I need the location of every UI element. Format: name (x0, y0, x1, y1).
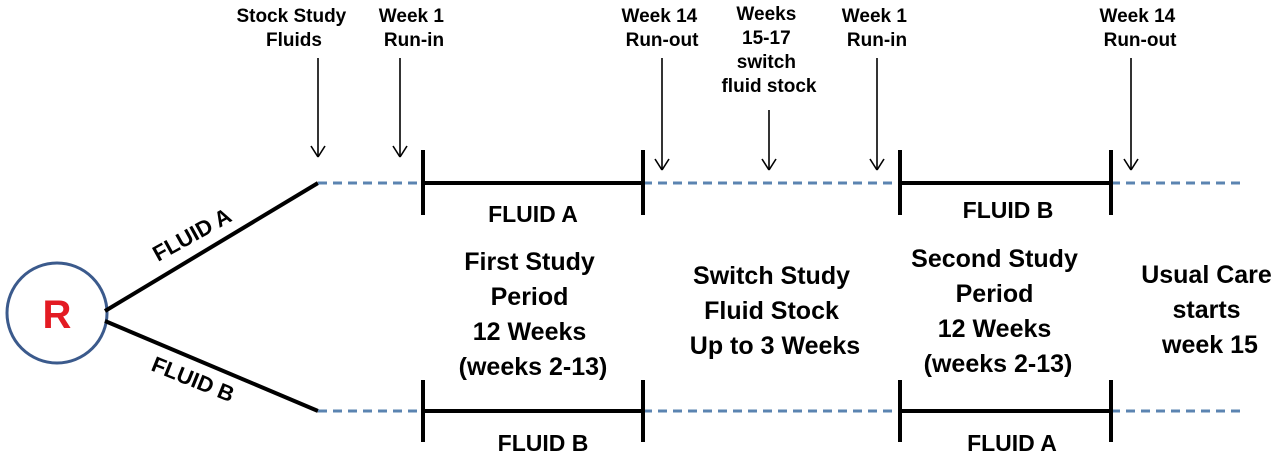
phase-first-study-period: First Study Period 12 Weeks (weeks 2-13) (459, 248, 608, 381)
timeline-bottom (318, 380, 1242, 442)
fluid-label-first-top: FLUID A (488, 201, 578, 227)
phase-second-study-period: Second Study Period 12 Weeks (weeks 2-13… (911, 245, 1085, 378)
arrow-weeks-switch (761, 110, 777, 171)
arrow-week1-runin-2 (869, 58, 885, 171)
label-week14-runout-1: Week 14 Run-out (622, 6, 703, 51)
phase-switch-study-fluid-stock: Switch Study Fluid Stock Up to 3 Weeks (690, 262, 860, 360)
arrow-stock-study-fluids (310, 58, 326, 158)
label-week14-runout-2: Week 14 Run-out (1100, 6, 1181, 51)
label-week1-runin-2: Week 1 Run-in (842, 6, 912, 51)
fluid-label-first-bottom: FLUID B (498, 430, 589, 455)
randomization-circle (5, 261, 109, 365)
label-week1-runin-1: Week 1 Run-in (379, 6, 449, 51)
timeline-top (318, 150, 1242, 215)
label-stock-study-fluids: Stock Study Fluids (236, 6, 351, 51)
branch-line-lower (104, 319, 319, 413)
phase-usual-care: Usual Care starts week 15 (1141, 261, 1279, 359)
arrow-week14-runout-1 (654, 58, 670, 171)
arrow-week14-runout-2 (1123, 58, 1139, 171)
branch-line-upper (103, 181, 320, 313)
fluid-label-second-top: FLUID B (963, 197, 1054, 223)
fluid-label-second-bottom: FLUID A (967, 430, 1057, 455)
label-weeks-switch: Weeks 15-17 switch fluid stock (721, 4, 816, 97)
arrow-week1-runin-1 (392, 58, 408, 158)
randomization-label: R (43, 293, 72, 337)
